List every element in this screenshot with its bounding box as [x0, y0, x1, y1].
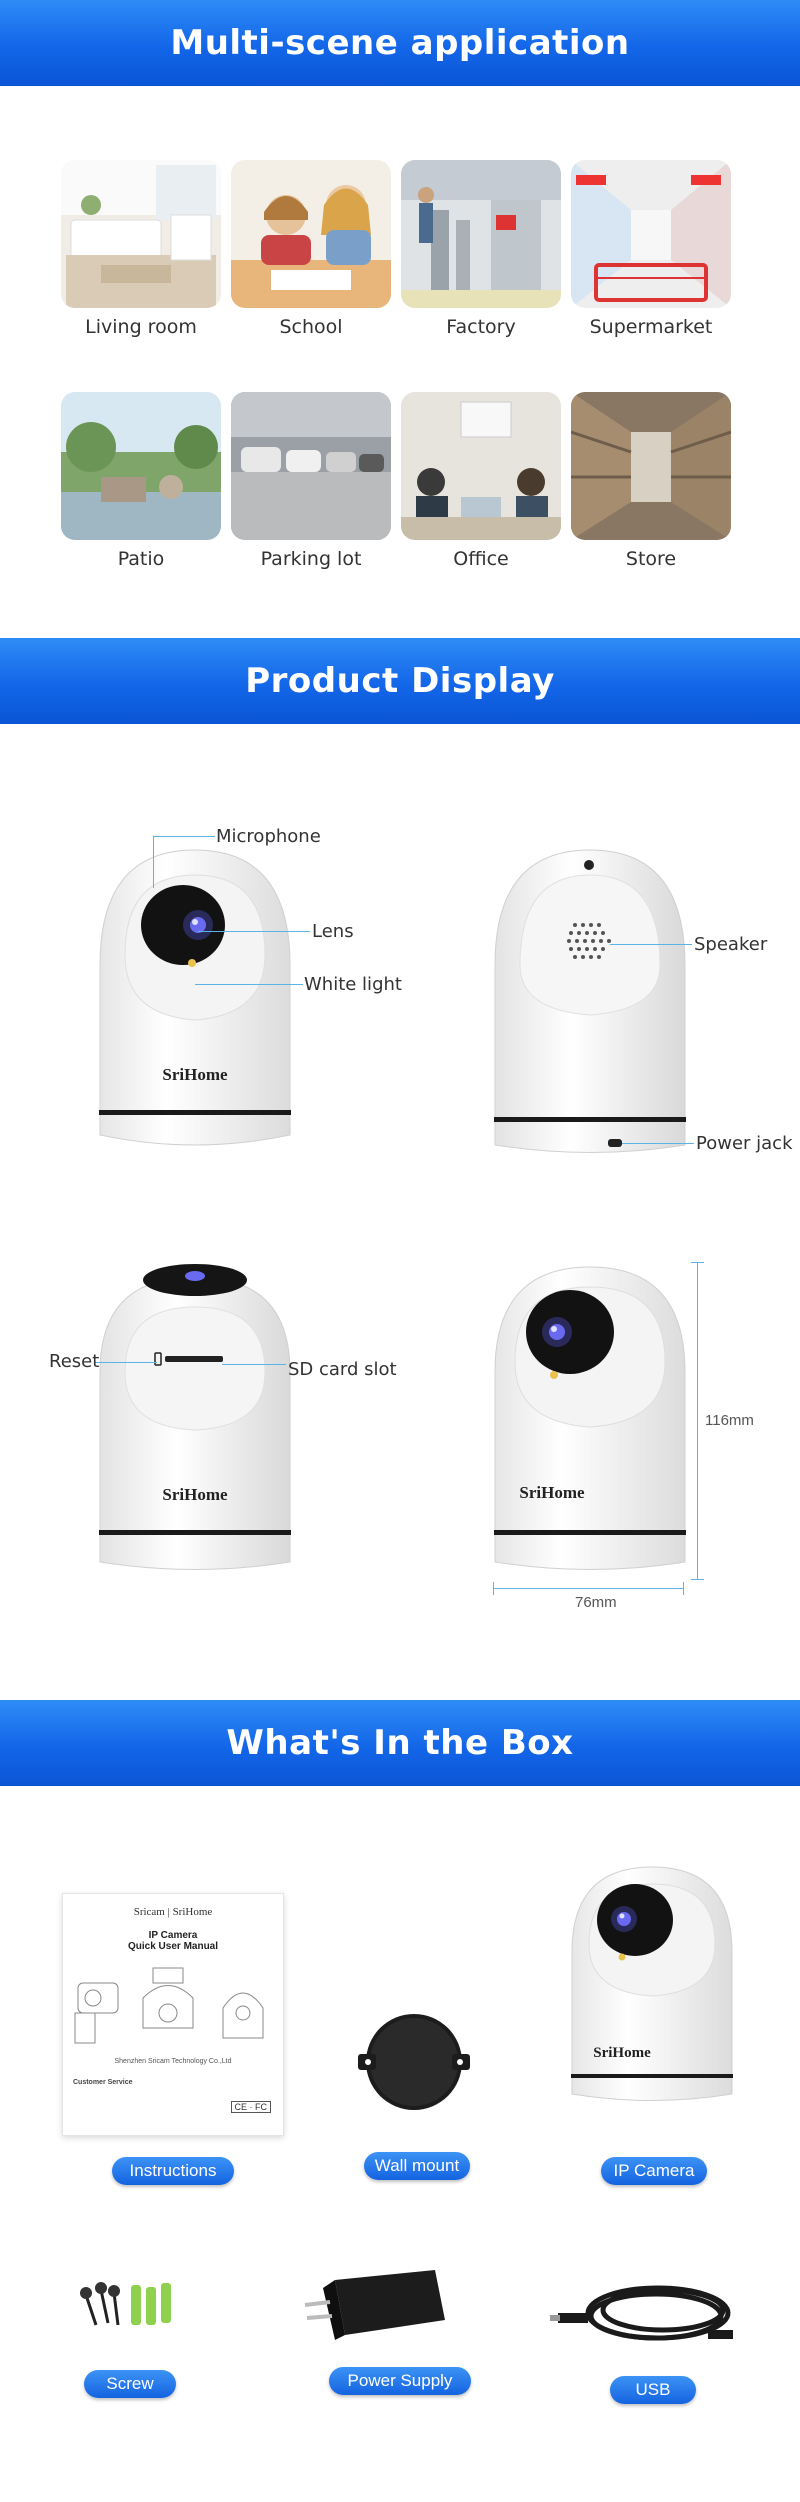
scene-label: Office — [453, 548, 509, 570]
power-supply-label: Power Supply — [329, 2367, 471, 2395]
living-room-photo — [61, 160, 221, 308]
school-photo — [231, 160, 391, 308]
scene-office: Office — [401, 392, 561, 570]
brand-logo: SriHome — [162, 1065, 228, 1084]
reset-callout: Reset — [49, 1351, 100, 1372]
screw-image — [76, 2275, 186, 2340]
reset-line — [95, 1362, 157, 1363]
manual-service: Customer Service — [73, 2079, 133, 2086]
screw-label: Screw — [84, 2370, 176, 2398]
brand-logo: SriHome — [593, 2045, 651, 2061]
sd-slot-callout: SD card slot — [288, 1359, 397, 1380]
height-dimension-cap — [691, 1262, 704, 1263]
brand-logo: SriHome — [519, 1483, 585, 1502]
camera-rear-sd-view: SriHome — [95, 1262, 295, 1587]
scene-label: Supermarket — [589, 316, 713, 338]
width-dimension-cap — [493, 1582, 494, 1595]
ip-camera-image: SriHome — [567, 1862, 737, 2117]
scene-label: Living room — [85, 316, 197, 338]
factory-photo — [401, 160, 561, 308]
patio-photo — [61, 392, 221, 540]
scene-label: Patio — [117, 548, 165, 570]
scene-factory: Factory — [401, 160, 561, 338]
wall-mount-image — [354, 2007, 474, 2122]
lens-callout: Lens — [312, 921, 354, 942]
scene-label: Parking lot — [260, 548, 362, 570]
manual-illustration — [74, 1967, 264, 2044]
white-light-line — [195, 984, 303, 985]
power-jack-line — [622, 1143, 694, 1144]
camera-front-view: SriHome — [95, 845, 295, 1170]
scene-label: Factory — [446, 316, 516, 338]
manual-subtitle: Quick User Manual — [127, 1941, 219, 1952]
scene-parking-lot: Parking lot — [231, 392, 391, 570]
width-dimension-label: 76mm — [575, 1594, 617, 1611]
microphone-callout: Microphone — [216, 826, 321, 847]
height-dimension-line — [697, 1262, 698, 1580]
ip-camera-label: IP Camera — [601, 2157, 707, 2185]
box-title: What's In the Box — [226, 1723, 574, 1763]
manual-title: IP Camera — [148, 1930, 198, 1941]
product-title: Product Display — [245, 661, 555, 701]
scenes-title: Multi-scene application — [170, 23, 630, 63]
ce-mark-icon: CE · FC — [230, 2101, 271, 2113]
wall-mount-label: Wall mount — [364, 2152, 470, 2180]
camera-dimension-view: SriHome — [490, 1262, 690, 1587]
supermarket-photo — [571, 160, 731, 308]
height-dimension-cap — [691, 1579, 704, 1580]
scene-school: School — [231, 160, 391, 338]
store-photo — [571, 392, 731, 540]
width-dimension-line — [493, 1588, 683, 1589]
box-banner: What's In the Box — [0, 1700, 800, 1786]
manual-company: Shenzhen Sricam Technology Co.,Ltd — [114, 2058, 232, 2065]
usb-label: USB — [610, 2376, 696, 2404]
scene-label: Store — [625, 548, 677, 570]
speaker-callout: Speaker — [694, 934, 768, 955]
scenes-banner: Multi-scene application — [0, 0, 800, 86]
power-jack-callout: Power jack — [696, 1133, 793, 1154]
width-dimension-cap — [683, 1582, 684, 1595]
power-supply-image — [295, 2260, 455, 2365]
product-banner: Product Display — [0, 638, 800, 724]
user-manual: Sricam | SriHome IP Camera Quick User Ma… — [62, 1893, 284, 2136]
office-photo — [401, 392, 561, 540]
height-dimension-label: 116mm — [705, 1412, 754, 1429]
usb-cable-image — [548, 2268, 748, 2363]
scene-supermarket: Supermarket — [571, 160, 731, 338]
scene-store: Store — [571, 392, 731, 570]
lens-line — [198, 931, 310, 932]
scene-label: School — [279, 316, 343, 338]
parking-lot-photo — [231, 392, 391, 540]
camera-back-view — [490, 845, 690, 1170]
white-light-callout: White light — [304, 974, 402, 995]
scene-patio: Patio — [61, 392, 221, 570]
microphone-line — [153, 836, 215, 837]
instructions-label: Instructions — [112, 2157, 234, 2185]
speaker-line — [610, 944, 692, 945]
brand-logo: SriHome — [162, 1485, 228, 1504]
scene-living-room: Living room — [61, 160, 221, 338]
sd-slot-line — [222, 1364, 286, 1365]
microphone-line — [153, 836, 154, 888]
manual-brand: Sricam | SriHome — [133, 1906, 213, 1918]
